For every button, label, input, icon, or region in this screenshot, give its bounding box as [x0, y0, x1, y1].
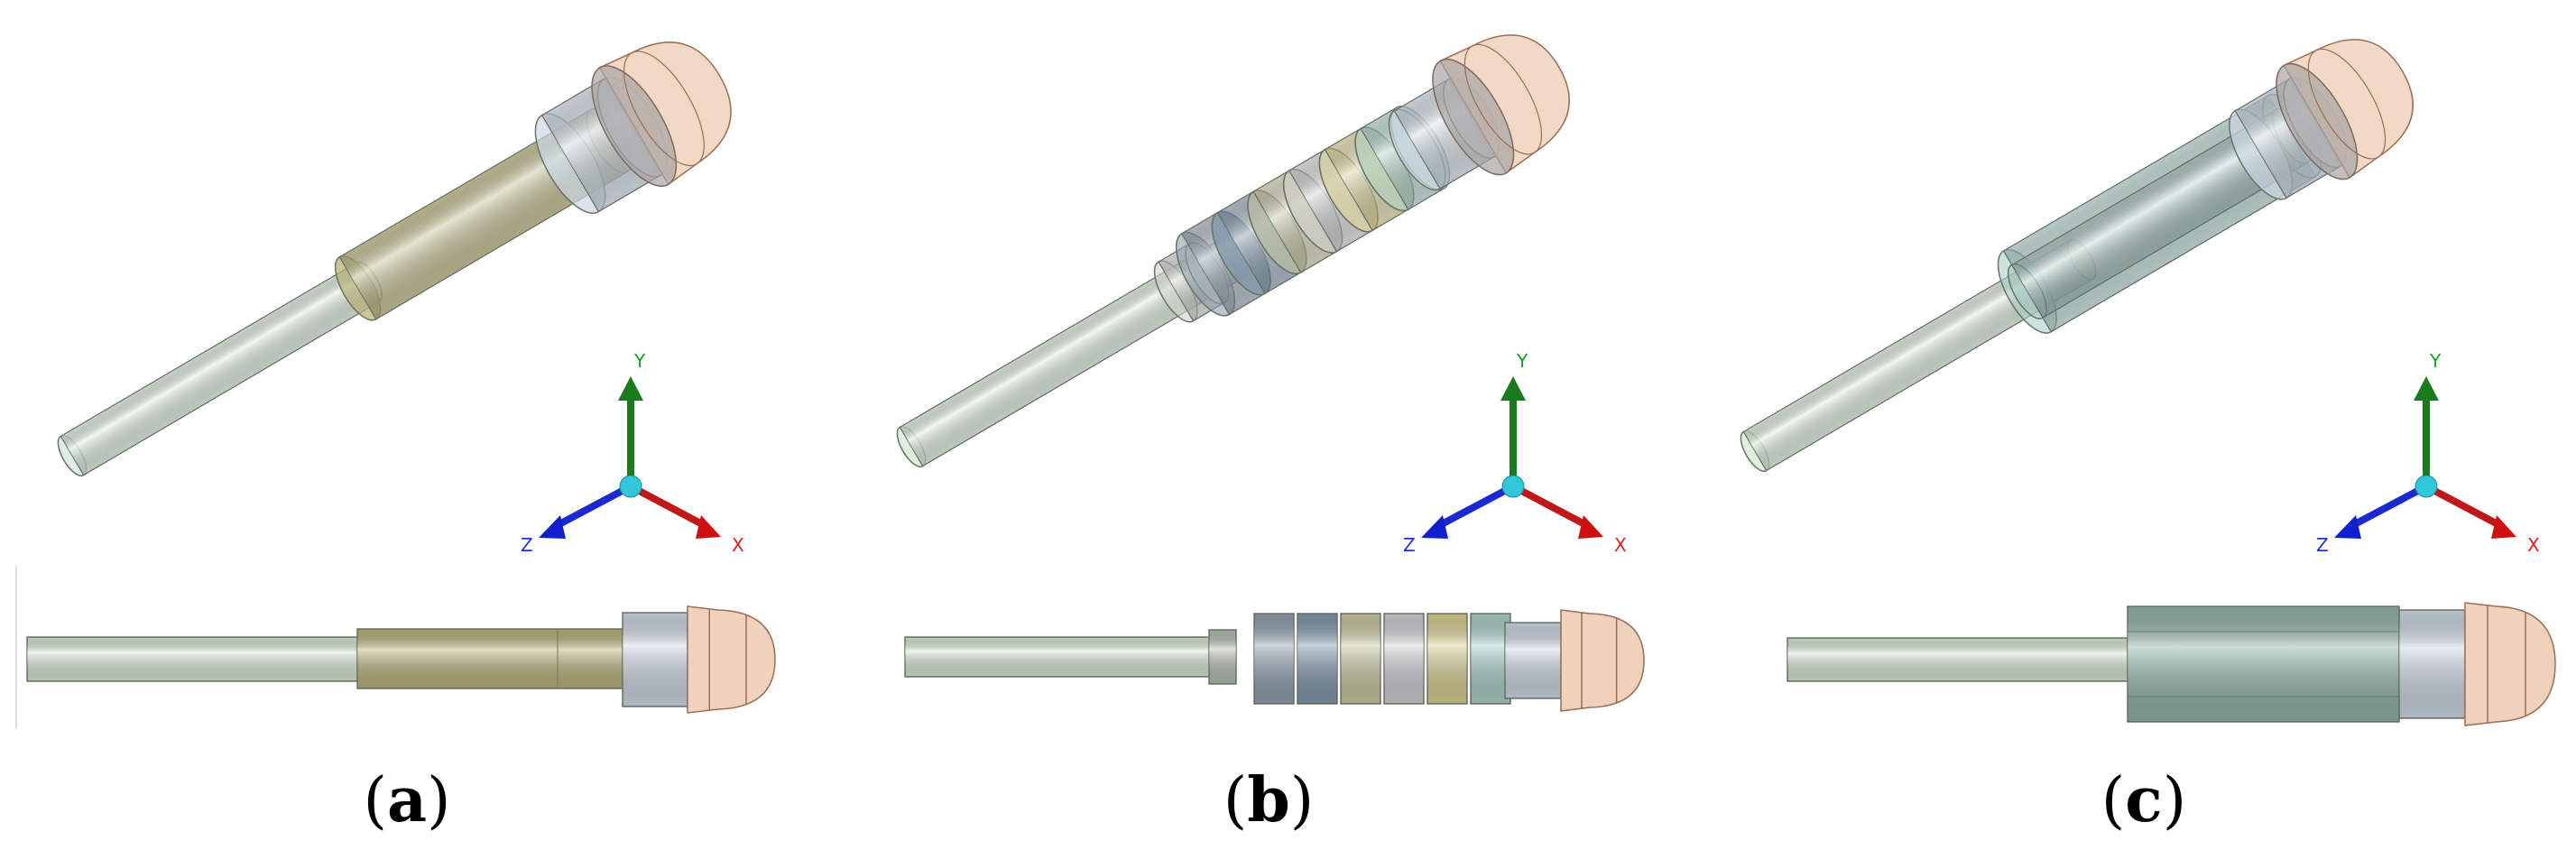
- rod-shading: [1743, 239, 2093, 471]
- cap-seam: [1463, 43, 1543, 155]
- axis-gizmo: Y X Z: [2316, 350, 2540, 556]
- panel-a: Y X Z: [15, 42, 776, 728]
- ring-5-shading: [1325, 128, 1408, 231]
- axis-gizmo: Y X Z: [1403, 350, 1627, 556]
- cap: [2283, 39, 2414, 179]
- sleeve-inner-shading: [2011, 109, 2308, 319]
- x-axis-label: X: [1614, 534, 1627, 556]
- z-arrow-head-icon: [539, 515, 566, 539]
- panel-a-label: (a): [363, 764, 450, 836]
- side-sleeve-shading: [2128, 606, 2399, 722]
- x-axis-arrow: [629, 483, 709, 531]
- side-ring-5-shading: [1427, 614, 1467, 704]
- side-collar-shading: [2399, 610, 2465, 718]
- side-view: [15, 566, 776, 728]
- z-axis-label: Z: [1403, 534, 1416, 556]
- ring-3-shading: [1253, 171, 1337, 273]
- axis-gizmo: Y X Z: [521, 350, 744, 556]
- cap: [598, 42, 732, 186]
- side-ring-3-shading: [1341, 614, 1380, 704]
- panel-b: Y X Z: [896, 34, 1645, 712]
- x-arrow-head-icon: [2491, 515, 2516, 539]
- rod-shading: [60, 263, 380, 476]
- side-ring-start-shading: [1209, 630, 1236, 684]
- side-ring-6-shading: [1471, 614, 1510, 704]
- isometric-view: [1740, 39, 2414, 472]
- side-rod-shading: [905, 637, 1212, 677]
- x-axis-arrow: [2424, 483, 2505, 531]
- z-arrow-head-icon: [2334, 515, 2361, 539]
- z-arrow-head-icon: [1421, 515, 1448, 539]
- y-axis-label: Y: [2429, 350, 2442, 372]
- collar-shading: [541, 79, 661, 212]
- side-ring-4-shading: [1384, 614, 1424, 704]
- side-cap: [2464, 602, 2556, 726]
- svg-text:(b): (b): [1223, 764, 1315, 836]
- side-ring-2-shading: [1297, 614, 1337, 704]
- x-axis-label: X: [2527, 534, 2540, 556]
- ring-2-shading: [1217, 191, 1301, 294]
- cap-seam: [2307, 48, 2387, 160]
- side-rod-shading: [1787, 638, 2128, 681]
- z-axis-label: Z: [521, 534, 533, 556]
- side-rod-shading: [27, 637, 357, 681]
- panel-c-label: (c): [2101, 764, 2186, 836]
- y-axis-label: Y: [1516, 350, 1528, 372]
- collar-shading: [1394, 79, 1495, 189]
- side-collar-shading: [1505, 623, 1561, 698]
- isometric-view: [896, 34, 1570, 467]
- x-axis-label: X: [732, 534, 744, 556]
- y-arrow-head-icon: [2414, 376, 2439, 401]
- side-cap: [1560, 609, 1645, 712]
- origin-sphere-icon: [2414, 475, 2438, 498]
- y-arrow-head-icon: [1500, 376, 1526, 401]
- collar-shading: [2235, 79, 2341, 199]
- side-view: [904, 609, 1645, 712]
- side-view: [1787, 602, 2556, 726]
- ring-4-shading: [1288, 149, 1373, 252]
- side-ring-1-shading: [1254, 614, 1294, 704]
- side-sleeve-shading: [357, 629, 623, 688]
- ring-1-shading: [1181, 212, 1266, 315]
- isometric-view: [57, 42, 732, 476]
- y-axis-label: Y: [633, 350, 646, 372]
- cap-rim: [2276, 62, 2359, 180]
- side-collar-shading: [623, 613, 688, 707]
- side-cap: [687, 605, 776, 714]
- origin-sphere-icon: [619, 475, 642, 498]
- x-axis-arrow: [1511, 483, 1592, 531]
- svg-text:(a): (a): [363, 764, 450, 836]
- y-arrow-head-icon: [618, 376, 643, 401]
- svg-text:(c): (c): [2101, 764, 2186, 836]
- panel-c: Y X Z: [1740, 39, 2556, 726]
- panel-b-label: (b): [1223, 764, 1315, 836]
- cap-rim: [1432, 58, 1515, 176]
- cap: [1439, 34, 1570, 174]
- z-axis-label: Z: [2316, 534, 2329, 556]
- z-axis-arrow: [552, 483, 632, 531]
- x-arrow-head-icon: [696, 515, 721, 539]
- x-arrow-head-icon: [1578, 515, 1603, 539]
- origin-sphere-icon: [1501, 475, 1525, 498]
- cap-seam: [623, 51, 705, 167]
- z-axis-arrow: [2348, 483, 2428, 531]
- z-axis-arrow: [1435, 483, 1515, 531]
- cap-rim: [591, 65, 678, 188]
